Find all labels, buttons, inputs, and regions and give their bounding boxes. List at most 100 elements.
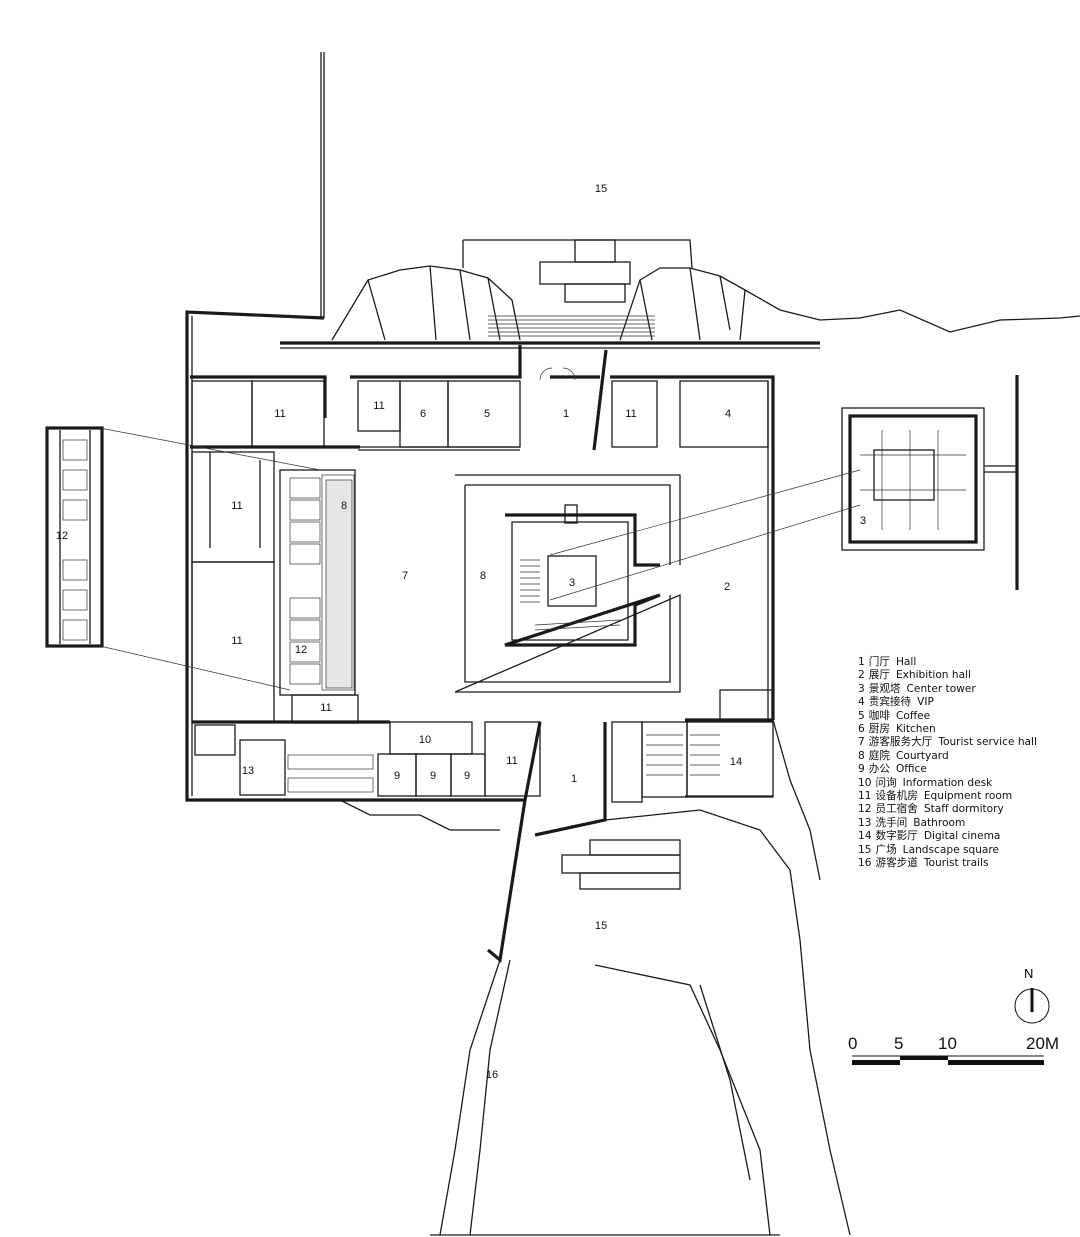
- room-label: 8: [341, 500, 347, 512]
- room-label: 6: [420, 408, 426, 420]
- south-wing: [192, 689, 774, 964]
- legend-item-zh: 员工宿舍: [875, 803, 918, 816]
- north-rooms: [191, 349, 769, 451]
- room-label: 9: [464, 770, 470, 782]
- legend-item-zh: 贵宾接待: [868, 696, 912, 709]
- legend-item-number: 9: [858, 763, 865, 776]
- legend-item-number: 6: [858, 723, 865, 736]
- room-label: 11: [320, 702, 331, 714]
- scale-label-20: 20M: [1026, 1034, 1060, 1053]
- legend-item-zh: 游客服务大厅: [868, 736, 933, 749]
- legend-item-number: 3: [858, 682, 865, 695]
- legend-item-zh: 庭院: [868, 749, 890, 762]
- room-label: 1: [563, 408, 569, 420]
- legend-item-zh: 办公: [868, 763, 890, 776]
- legend-item-en: Tourist service hall: [938, 736, 1037, 749]
- legend-item-zh: 设备机房: [875, 790, 918, 803]
- legend-item-en: Tourist trails: [923, 857, 989, 870]
- outer-walls: [185, 310, 775, 802]
- legend-item-number: 12: [858, 803, 872, 816]
- legend-item-number: 11: [858, 790, 872, 803]
- room-label: 4: [725, 408, 731, 420]
- legend-item-zh: 问询: [875, 776, 897, 789]
- legend-item-number: 16: [858, 857, 872, 870]
- legend-item-number: 1: [858, 656, 865, 668]
- legend-item-en: Center tower: [906, 682, 976, 695]
- room-label: 11: [506, 755, 517, 767]
- legend-item-number: 10: [858, 776, 872, 789]
- room-label: 9: [430, 770, 436, 782]
- legend-item-en: Equipment room: [923, 790, 1013, 803]
- room-label: 3: [860, 515, 866, 527]
- legend-item-en: Exhibition hall: [895, 669, 971, 682]
- legend-item-zh: 游客步道: [875, 857, 918, 870]
- stairs-north: [488, 315, 655, 337]
- hills-north: [331, 239, 1080, 341]
- room-label: 10: [419, 734, 431, 746]
- scale-label-10: 10: [938, 1034, 957, 1053]
- room-label: 16: [486, 1069, 498, 1081]
- tower-detail: [549, 375, 1019, 601]
- legend-item-zh: 展厅: [868, 669, 890, 682]
- compass-icon: [1014, 988, 1050, 1024]
- room-label: 2: [724, 581, 730, 593]
- legend-item-en: Coffee: [895, 709, 931, 722]
- room-label: 9: [394, 770, 400, 782]
- site-boundary: [280, 52, 820, 349]
- toilet-stalls: [289, 477, 321, 685]
- legend-item-number: 15: [858, 843, 872, 856]
- legend-item-zh: 门厅: [868, 656, 890, 668]
- room-label: 11: [625, 408, 636, 420]
- legend-item-zh: 咖啡: [868, 709, 890, 722]
- room-label: 5: [484, 408, 490, 420]
- legend-item-number: 5: [858, 709, 865, 722]
- scale-bar: 0 5 10 20M: [846, 1034, 1076, 1070]
- legend-item-number: 7: [858, 736, 865, 749]
- central-courtyard: [454, 474, 681, 693]
- room-labels: 15 11 11 6 5 1 11 4 11 8 7 8 3 2 11 12 1…: [56, 183, 866, 1081]
- south-plaza: [339, 719, 851, 1236]
- legend-item-number: 2: [858, 669, 865, 682]
- cinema-seats: [646, 734, 720, 776]
- tower-stairs: [520, 559, 621, 631]
- legend-item-en: Courtyard: [895, 749, 949, 762]
- legend-item-en: VIP: [917, 696, 934, 709]
- room-label: 12: [295, 644, 307, 656]
- scale-label-5: 5: [894, 1034, 904, 1053]
- legend-item-en: Staff dormitory: [923, 803, 1004, 816]
- legend-item-zh: 厨房: [868, 723, 890, 736]
- legend-item-en: Landscape square: [902, 843, 1000, 856]
- legend-item-en: Hall: [895, 656, 917, 668]
- room-label: 15: [595, 920, 607, 932]
- scale-bar-graphic: [852, 1055, 1044, 1065]
- legend-item-number: 8: [858, 749, 865, 762]
- legend-item-zh: 广场: [875, 843, 897, 856]
- room-label: 11: [274, 408, 285, 420]
- room-label: 13: [242, 765, 254, 777]
- legend-item-en: Digital cinema: [923, 830, 1001, 843]
- legend-item-en: Kitchen: [895, 723, 936, 736]
- legend-item-zh: 洗手间: [875, 816, 908, 829]
- room-label: 1: [571, 773, 577, 785]
- room-label: 11: [231, 500, 242, 512]
- legend-item-zh: 景观塔: [868, 682, 901, 695]
- legend-item-en: Office: [895, 763, 927, 776]
- legend-item-en: Information desk: [902, 776, 993, 789]
- legend-item-number: 4: [858, 696, 865, 709]
